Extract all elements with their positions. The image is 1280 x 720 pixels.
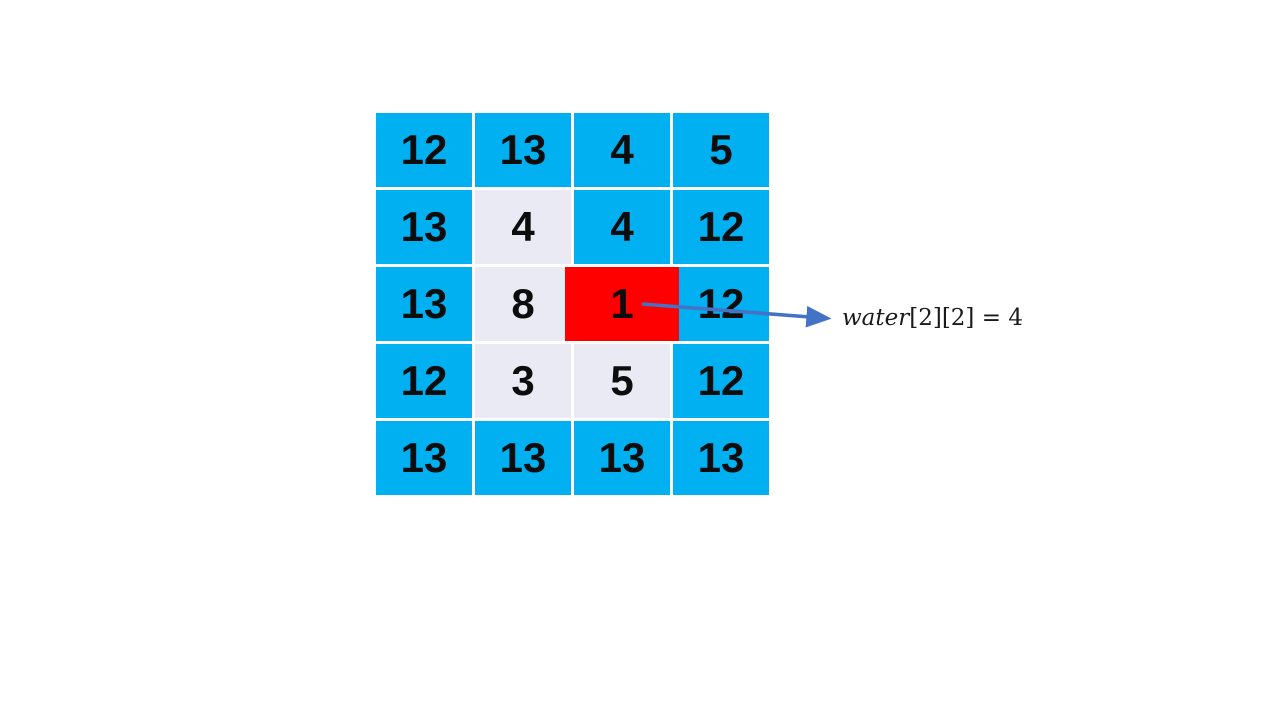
- grid-cell-r0c2: 4: [574, 113, 670, 187]
- grid-cell-r1c3: 12: [673, 190, 769, 264]
- annotation-variable: water: [842, 305, 910, 331]
- grid-cell-r4c0: 13: [376, 421, 472, 495]
- annotation-equals: = 4: [974, 305, 1023, 331]
- grid-cell-r4c3: 13: [673, 421, 769, 495]
- grid-cell-r3c3: 12: [673, 344, 769, 418]
- grid-cell-r1c1: 4: [475, 190, 571, 264]
- arrow-line: [641, 302, 832, 328]
- grid-cell-r0c3: 5: [673, 113, 769, 187]
- grid-cell-r1c2: 4: [574, 190, 670, 264]
- annotation-label: water[2][2] = 4: [842, 303, 1023, 333]
- grid-cell-r3c1: 3: [475, 344, 571, 418]
- grid-cell-r0c1: 13: [475, 113, 571, 187]
- grid-cell-r2c3: 12: [673, 267, 769, 341]
- grid-cell-r2c1: 8: [475, 267, 571, 341]
- grid-cell-r3c2: 5: [574, 344, 670, 418]
- grid-cell-r1c0: 13: [376, 190, 472, 264]
- annotation-indices: [2][2]: [909, 305, 975, 331]
- grid-cell-r4c1: 13: [475, 421, 571, 495]
- pointer-arrow: [641, 302, 832, 328]
- grid-cell-r0c0: 12: [376, 113, 472, 187]
- grid-cell-r4c2: 13: [574, 421, 670, 495]
- grid-cell-r2c0: 13: [376, 267, 472, 341]
- grid-cell-r3c0: 12: [376, 344, 472, 418]
- grid-cell-r2c2: 1: [565, 267, 679, 341]
